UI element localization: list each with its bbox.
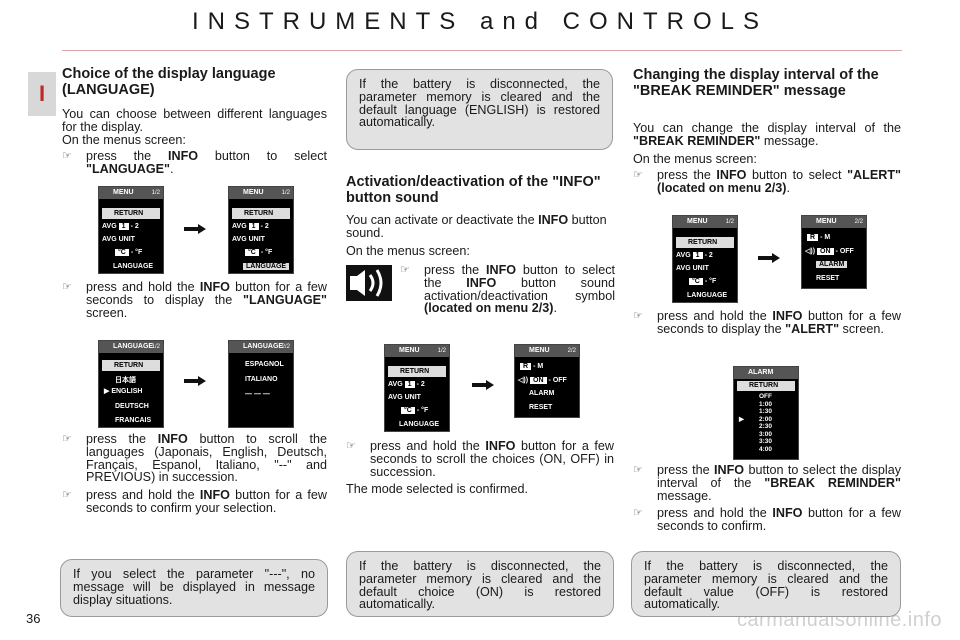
col1-bullet-3: ☞ press the INFO button to scroll the la…: [62, 432, 327, 485]
col1-menus-line: On the menus screen:: [62, 133, 186, 147]
col1-bullet-4: ☞ press and hold the INFO button for a f…: [62, 488, 327, 515]
col3-bullet-3: ☞ press the INFO button to select the di…: [633, 463, 901, 503]
arrow-right-icon: [184, 376, 206, 386]
col2-confirm: The mode selected is confirmed.: [346, 482, 528, 496]
bullet-marker-icon: ☞: [62, 489, 72, 501]
col2-bullet-1: ☞ press the INFO button to select the IN…: [400, 263, 615, 316]
sound-symbol-icon: [346, 265, 392, 301]
col2-intro: You can activate or deactivate the INFO …: [346, 213, 607, 240]
col3-bullet-4: ☞ press and hold the INFO button for a f…: [633, 506, 901, 533]
arrow-right-icon: [758, 253, 780, 263]
col1-heading: Choice of the display language (LANGUAGE…: [62, 66, 276, 98]
bullet-marker-icon: ☞: [346, 440, 356, 452]
arrow-right-icon: [184, 224, 206, 234]
col3-intro: You can change the display interval of t…: [633, 121, 901, 148]
bullet-marker-icon: ☞: [62, 433, 72, 445]
col3-menus-line: On the menus screen:: [633, 152, 757, 166]
col1-intro: You can choose between different languag…: [62, 107, 327, 134]
alarm-screen: ALARM RETURN OFF 1:00 1:30 ▶2:00 2:30 3:…: [733, 366, 799, 460]
col3-bullet-2: ☞ press and hold the INFO button for a f…: [633, 309, 901, 336]
bullet-marker-icon: ☞: [62, 281, 72, 293]
col2-bullet-2: ☞ press and hold the INFO button for a f…: [346, 439, 614, 479]
bullet-marker-icon: ☞: [633, 464, 643, 476]
col1-bullet-2: ☞ press and hold the INFO button for a f…: [62, 280, 327, 320]
col3-note: If the battery is disconnected, the para…: [631, 551, 901, 617]
header-divider: [62, 50, 902, 51]
bullet-marker-icon: ☞: [400, 264, 410, 276]
col1-bullet-1: ☞ press the INFO button to select "LANGU…: [62, 149, 327, 176]
bullet-marker-icon: ☞: [633, 507, 643, 519]
col2-heading: Activation/deactivation of the "INFO" bu…: [346, 174, 601, 206]
col2-note-top: If the battery is disconnected, the para…: [346, 69, 613, 150]
col2-menus-line: On the menus screen:: [346, 244, 470, 258]
col3-heading: Changing the display interval of the "BR…: [633, 67, 879, 99]
bullet-marker-icon: ☞: [633, 169, 643, 181]
col3-bullet-1: ☞ press the INFO button to select "ALERT…: [633, 168, 901, 195]
bullet-marker-icon: ☞: [62, 150, 72, 162]
col2-note-bottom: If the battery is disconnected, the para…: [346, 551, 614, 617]
col1-note: If you select the parameter "---", no me…: [60, 559, 328, 617]
page-title: INSTRUMENTS and CONTROLS: [191, 8, 769, 35]
bullet-marker-icon: ☞: [633, 310, 643, 322]
page-number: 36: [26, 611, 41, 626]
section-tab: I: [28, 72, 56, 116]
arrow-right-icon: [472, 380, 494, 390]
